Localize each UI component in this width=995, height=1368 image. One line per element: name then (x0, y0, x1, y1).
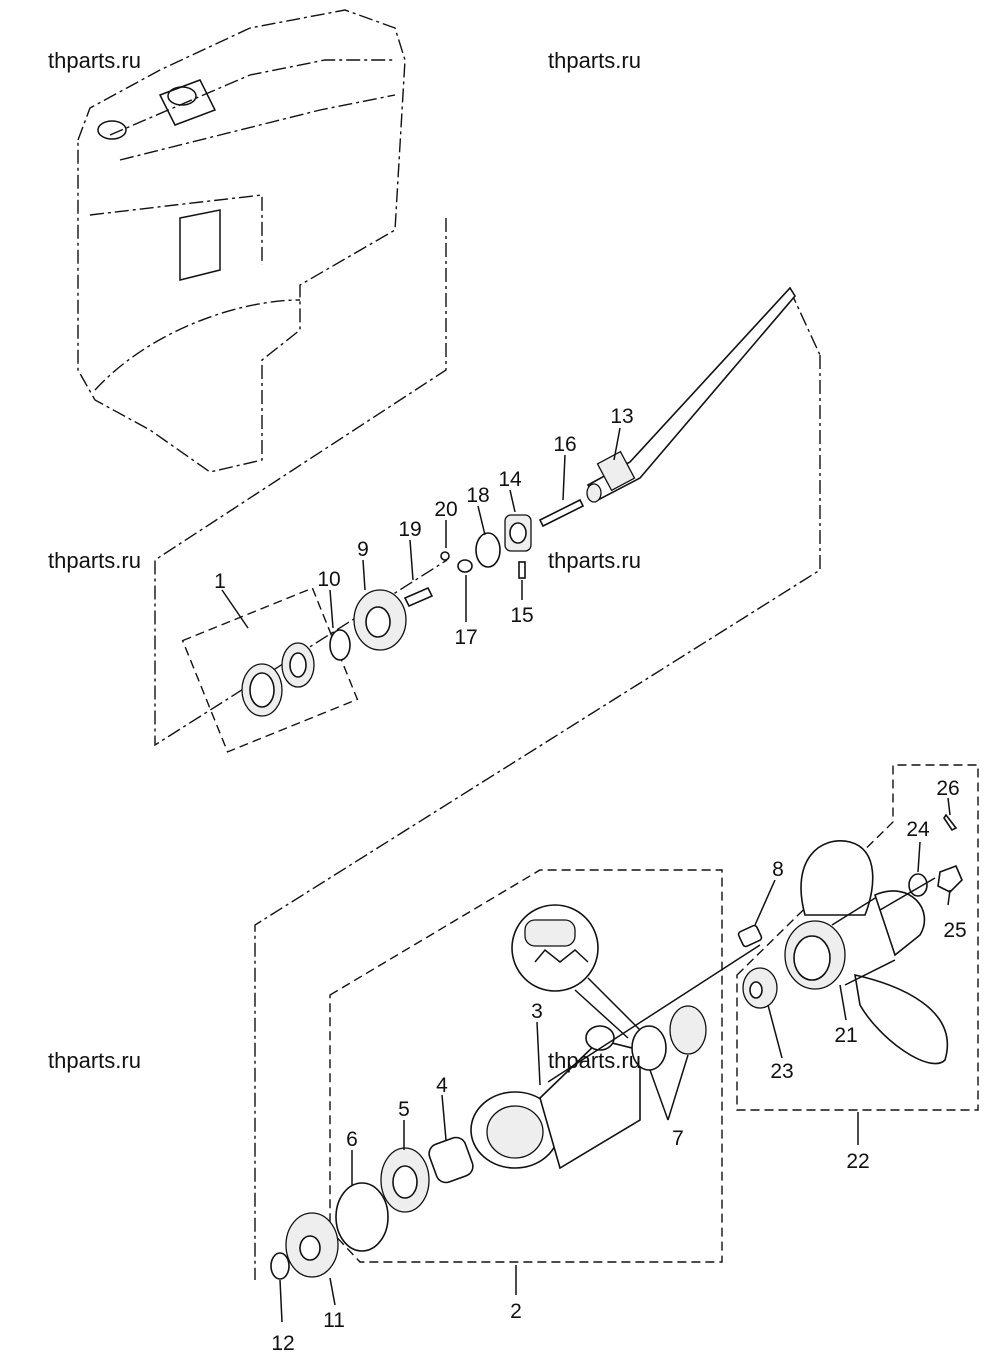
needle-bearing (428, 1136, 474, 1184)
part-label-3: 3 (531, 1000, 543, 1023)
ball-bearing (380, 1147, 430, 1213)
thrust-washer (742, 967, 778, 1009)
castle-nut (937, 864, 963, 893)
lower-unit-housing (77, 9, 406, 473)
part-label-2: 2 (510, 1300, 522, 1323)
o-ring (335, 1182, 389, 1252)
part-label-9: 9 (357, 538, 369, 561)
watermark: thparts.ru (48, 548, 141, 573)
part-label-16: 16 (553, 433, 576, 456)
forward-gear (353, 589, 407, 651)
detail-magnifier (511, 904, 641, 1039)
propeller-shaft (586, 286, 796, 503)
propeller (784, 840, 948, 1065)
cross-pin (518, 561, 526, 579)
propeller-kit-box (736, 764, 979, 1111)
part-label-23: 23 (770, 1060, 793, 1083)
part-label-26: 26 (936, 777, 959, 800)
part-label-6: 6 (346, 1128, 358, 1151)
axis-line (547, 944, 761, 1083)
watermark: thparts.ru (548, 48, 641, 73)
part-label-15: 15 (510, 604, 533, 627)
oil-seal (631, 1025, 667, 1071)
part-label-13: 13 (610, 405, 633, 428)
part-label-24: 24 (906, 818, 930, 841)
dog-clutch (504, 514, 532, 552)
part-label-5: 5 (398, 1098, 410, 1121)
part-label-20: 20 (434, 498, 457, 521)
watermark: thparts.ru (48, 48, 141, 73)
part-label-10: 10 (317, 568, 340, 591)
shim-ring (329, 629, 351, 661)
part-label-1: 1 (214, 570, 226, 593)
part-label-18: 18 (466, 484, 489, 507)
part-label-7: 7 (672, 1127, 684, 1150)
oil-seal-outer (669, 1005, 707, 1055)
part-label-25: 25 (943, 919, 966, 942)
watermark: thparts.ru (48, 1048, 141, 1073)
watermark: thparts.ru (548, 1048, 641, 1073)
prop-axis-line (879, 877, 936, 911)
part-label-19: 19 (398, 518, 421, 541)
shim-washer (270, 1252, 290, 1280)
clutch-ring (475, 532, 501, 568)
part-label-12: 12 (271, 1332, 294, 1355)
reverse-gear (285, 1212, 339, 1278)
housing-assembly-box (329, 869, 723, 1263)
tapered-bearing-part (241, 642, 315, 717)
spring (538, 498, 585, 528)
plunger-pin (403, 586, 434, 608)
part-label-14: 14 (498, 468, 522, 491)
part-label-21: 21 (834, 1024, 857, 1047)
steel-ball (440, 551, 450, 561)
part-label-17: 17 (454, 626, 477, 649)
watermark: thparts.ru (548, 548, 641, 573)
part-label-11: 11 (323, 1309, 345, 1332)
slider (457, 559, 473, 573)
cotter-pin (943, 813, 958, 832)
part-label-22: 22 (846, 1150, 869, 1173)
drive-shaft-group-outline (154, 218, 821, 1280)
leader-lines (221, 427, 951, 1323)
part-label-4: 4 (436, 1074, 448, 1097)
part-label-8: 8 (772, 858, 784, 881)
grease-nipple (737, 924, 763, 948)
